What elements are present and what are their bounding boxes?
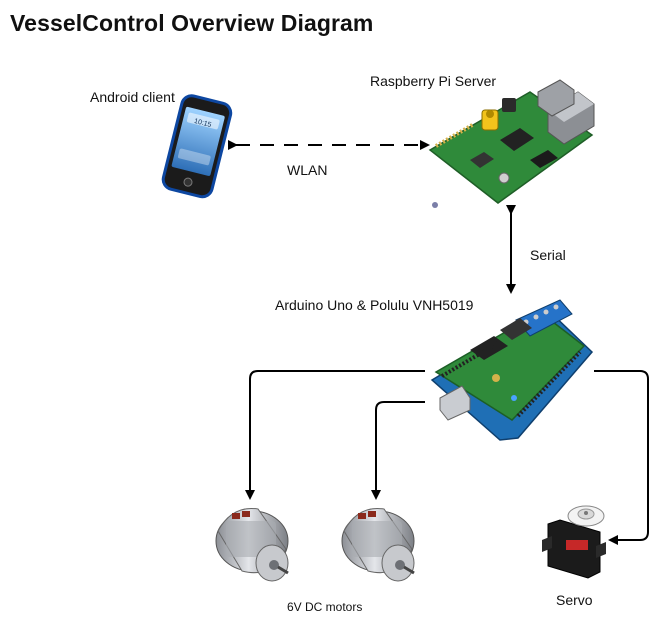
arduino-label: Arduino Uno & Polulu VNH5019 <box>275 297 474 313</box>
arduino-shield-board-icon <box>430 299 594 441</box>
raspberry-pi-label: Raspberry Pi Server <box>370 73 497 89</box>
raspberry-pi-board-icon <box>428 79 595 208</box>
phone-clock-text: 10:15 <box>193 118 212 129</box>
motor1-connector <box>245 370 425 500</box>
android-client-label: Android client <box>90 89 175 105</box>
serial-label: Serial <box>530 247 566 263</box>
wlan-label: WLAN <box>287 162 328 178</box>
dc-motors-label: 6V DC motors <box>287 600 363 614</box>
diagram-title: VesselControl Overview Diagram <box>10 10 374 36</box>
android-phone-icon: 10:15 <box>161 94 233 199</box>
servo-icon <box>542 505 606 579</box>
motor2-connector <box>371 401 425 500</box>
dc-motor-2-icon <box>341 507 415 582</box>
dc-motor-1-icon <box>215 507 289 582</box>
servo-connector <box>594 370 649 545</box>
servo-label: Servo <box>556 592 593 608</box>
